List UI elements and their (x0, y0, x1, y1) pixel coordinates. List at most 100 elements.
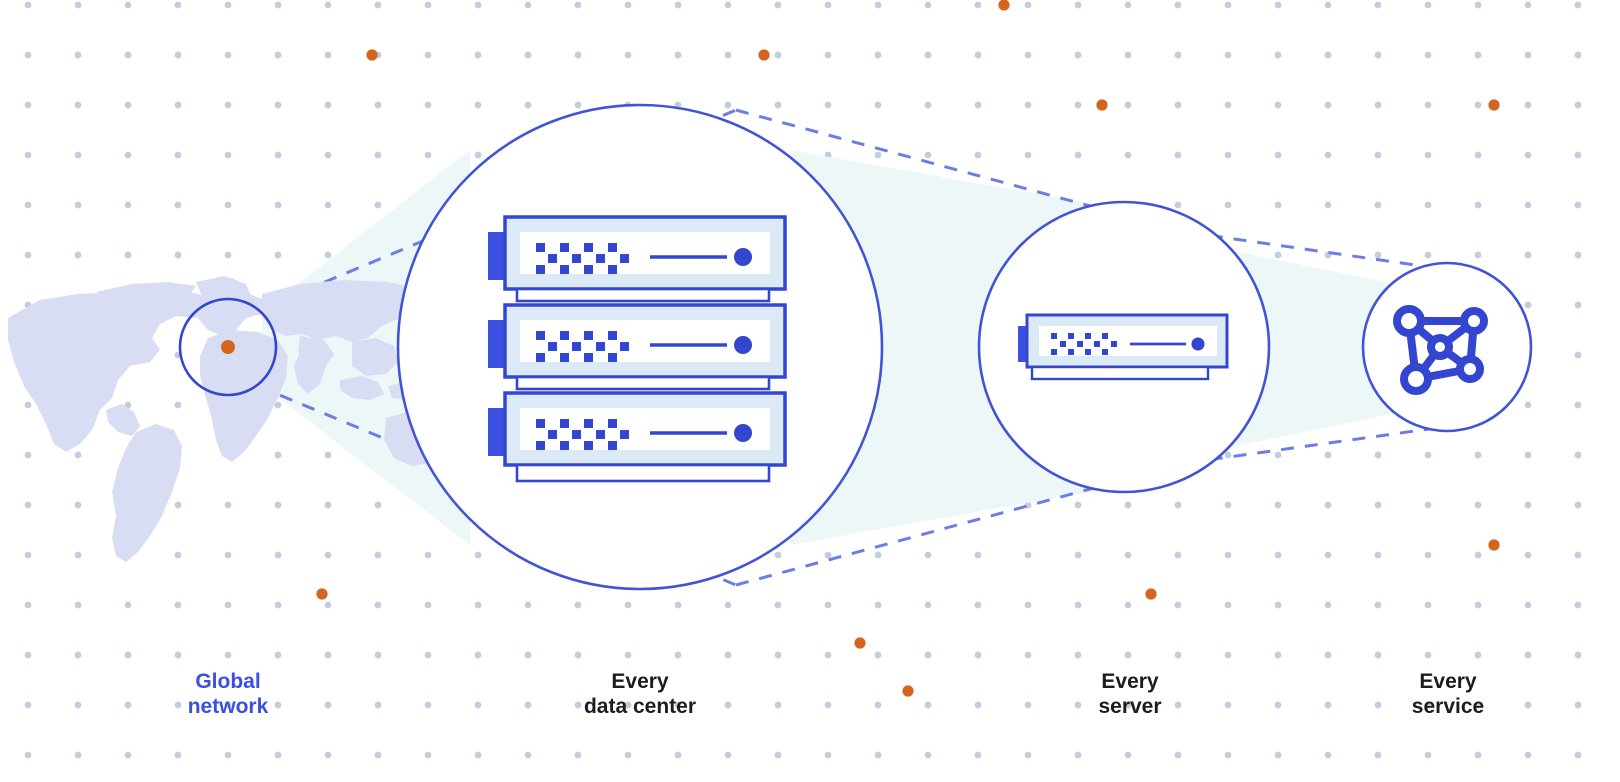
grid-dot (374, 551, 382, 559)
grid-dot (1574, 201, 1582, 209)
grid-dot (224, 51, 232, 59)
grid-dot (124, 201, 132, 209)
grid-dot (774, 601, 782, 609)
grid-dot (1274, 451, 1282, 459)
grid-dot (1424, 201, 1432, 209)
accent-dot (998, 0, 1010, 11)
network-node (1400, 363, 1432, 395)
stage-label-every-service: Every service (1411, 670, 1485, 718)
grid-dot (1274, 201, 1282, 209)
grid-dot (174, 151, 182, 159)
grid-dot (274, 651, 282, 659)
grid-dot (174, 601, 182, 609)
grid-dot (374, 101, 382, 109)
grid-dot (1424, 551, 1432, 559)
grid-dot (324, 101, 332, 109)
grid-dot (1524, 551, 1532, 559)
grid-dot (1474, 751, 1482, 759)
grid-dot (974, 701, 982, 709)
grid-dot (74, 251, 82, 259)
server-status-led (734, 424, 752, 442)
grid-dot (174, 651, 182, 659)
grid-dot (1174, 51, 1182, 59)
grid-dot (124, 51, 132, 59)
grid-dot (1474, 701, 1482, 709)
grid-dot (1574, 301, 1582, 309)
grid-dot (924, 751, 932, 759)
server-vent-dots (536, 419, 629, 450)
grid-dot (1324, 151, 1332, 159)
grid-dot (1174, 601, 1182, 609)
grid-dot (324, 701, 332, 709)
grid-dot (24, 601, 32, 609)
grid-dot (724, 751, 732, 759)
grid-dot (1274, 251, 1282, 259)
grid-dot (1174, 651, 1182, 659)
grid-dot (1024, 651, 1032, 659)
stage-circle-global-network[interactable] (178, 297, 278, 397)
grid-dot (1074, 1, 1082, 9)
grid-dot (474, 701, 482, 709)
grid-dot (874, 751, 882, 759)
grid-dot (1374, 51, 1382, 59)
grid-dot (124, 751, 132, 759)
grid-dot (1474, 551, 1482, 559)
single-server-icon (1018, 313, 1229, 381)
server-vent-dots (1051, 333, 1117, 355)
grid-dot (74, 201, 82, 209)
grid-dot (874, 101, 882, 109)
grid-dot (1524, 601, 1532, 609)
grid-dot (724, 651, 732, 659)
grid-dot (324, 451, 332, 459)
grid-dot (724, 1, 732, 9)
grid-dot (724, 601, 732, 609)
stage-label-every-server: Every server (1098, 670, 1162, 718)
grid-dot (1074, 151, 1082, 159)
grid-dot (174, 101, 182, 109)
grid-dot (224, 501, 232, 509)
grid-dot (1424, 651, 1432, 659)
grid-dot (274, 451, 282, 459)
grid-dot (274, 151, 282, 159)
grid-dot (1224, 501, 1232, 509)
grid-dot (74, 551, 82, 559)
grid-dot (1424, 51, 1432, 59)
grid-dot (1374, 651, 1382, 659)
server-rack-icon (488, 215, 787, 483)
grid-dot (424, 101, 432, 109)
grid-dot (774, 651, 782, 659)
grid-dot (1224, 701, 1232, 709)
grid-dot (1424, 451, 1432, 459)
grid-dot (424, 151, 432, 159)
grid-dot (1474, 201, 1482, 209)
grid-dot (24, 551, 32, 559)
grid-dot (1124, 101, 1132, 109)
grid-dot (124, 251, 132, 259)
grid-dot (1124, 751, 1132, 759)
grid-dot (1374, 601, 1382, 609)
grid-dot (274, 251, 282, 259)
grid-dot (1524, 501, 1532, 509)
grid-dot (224, 151, 232, 159)
grid-dot (924, 101, 932, 109)
grid-dot (124, 701, 132, 709)
grid-dot (174, 201, 182, 209)
grid-dot (274, 501, 282, 509)
grid-dot (474, 651, 482, 659)
grid-dot (324, 551, 332, 559)
grid-dot (1574, 601, 1582, 609)
grid-dot (1524, 151, 1532, 159)
grid-dot (1224, 201, 1232, 209)
grid-dot (1324, 201, 1332, 209)
grid-dot (1374, 101, 1382, 109)
grid-dot (874, 551, 882, 559)
grid-dot (824, 551, 832, 559)
grid-dot (174, 251, 182, 259)
grid-dot (24, 701, 32, 709)
grid-dot (1574, 251, 1582, 259)
grid-dot (424, 601, 432, 609)
grid-dot (1324, 701, 1332, 709)
grid-dot (174, 1, 182, 9)
grid-dot (1074, 601, 1082, 609)
grid-dot (1174, 751, 1182, 759)
